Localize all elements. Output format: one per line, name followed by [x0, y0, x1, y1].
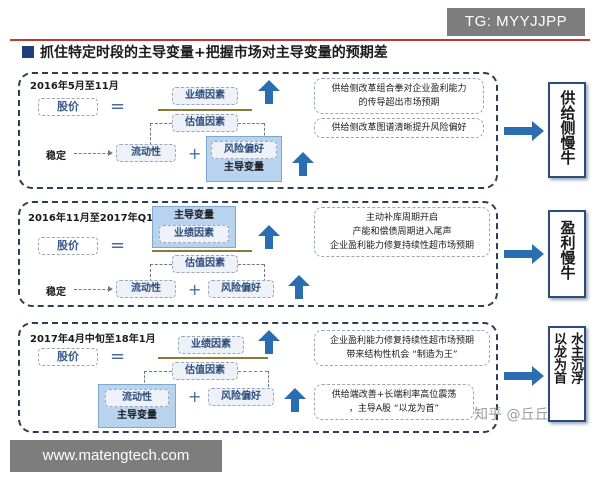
note-box: 企业盈利能力修复持续性超市场预期 带来结构性机会 “制造为王” [314, 330, 490, 366]
connector-line [238, 371, 268, 372]
note-line: 供给侧改革图谱清晰提升风险偏好 [331, 123, 467, 133]
fraction-line [158, 109, 252, 111]
connector-line [268, 371, 269, 387]
up-arrow-icon [258, 330, 280, 354]
note-box: 供给侧改革图谱清晰提升风险偏好 [314, 118, 484, 138]
connector-line [264, 264, 265, 282]
risk-pref-box: 风险偏好 [208, 388, 274, 406]
stable-arrow-head-icon [108, 286, 113, 292]
stable-arrow-line [74, 153, 110, 154]
connector-line [238, 264, 264, 265]
plus-sign: + [188, 280, 202, 299]
connector-line [150, 123, 172, 124]
dominant-variable-box: 主导变量 业绩因素 [152, 206, 236, 248]
up-arrow-icon [284, 388, 306, 412]
liquidity-box: 流动性 [116, 280, 176, 298]
conclusion-text: 供给侧慢牛 [558, 90, 577, 165]
connector-line [238, 123, 264, 124]
valuation-factor-box: 估值因素 [172, 255, 238, 273]
risk-pref-box: 风险偏好 [211, 141, 277, 159]
price-box: 股价 [38, 237, 98, 255]
period-label: 2017年4月中旬至18年1月 [30, 334, 156, 345]
earnings-factor-box: 业绩因素 [172, 87, 238, 105]
connector-line [150, 123, 151, 145]
dominant-variable-label: 主导变量 [174, 210, 214, 221]
up-arrow-icon [288, 275, 310, 299]
up-arrow-icon [258, 225, 280, 249]
liquidity-box: 流动性 [116, 144, 176, 162]
panel-period-2: 2016年11月至2017年Q1 股价 = 主导变量 业绩因素 估值因素 稳定 … [18, 201, 498, 307]
note-box: 供给侧改革组合拳对企业盈利能力 的传导超出市场预期 [314, 78, 484, 114]
tag-badge: TG: MYYJJPP [447, 8, 585, 36]
note-box: 主动补库周期开启 产能和偿债周期进入尾声 企业盈利能力修复持续性超市场预期 [314, 207, 490, 257]
dominant-variable-label: 主导变量 [117, 410, 157, 421]
conclusion-text: 水主沉浮 [568, 332, 583, 384]
panel-period-1: 2016年5月至11月 股价 = 业绩因素 估值因素 稳定 流动性 + 风险偏好… [18, 72, 498, 189]
watermark-text: 知乎 @丘丘 [474, 407, 549, 423]
period-label: 2016年5月至11月 [30, 81, 119, 92]
page-title: 抓住特定时段的主导变量+把握市场对主导变量的预期差 [40, 45, 388, 61]
note-box: 供给端改善+长端利率高位震荡 ，主导A股 “以龙为首” [314, 384, 474, 420]
note-line: 供给端改善+长端利率高位震荡 [331, 390, 457, 400]
note-line: 产能和偿债周期进入尾声 [352, 227, 452, 237]
plus-sign: + [188, 144, 202, 163]
connector-line [150, 264, 151, 282]
note-line: 主动补库周期开启 [365, 213, 438, 223]
earnings-factor-box: 业绩因素 [178, 336, 244, 354]
valuation-factor-box: 估值因素 [172, 362, 238, 380]
title-bullet-icon [22, 46, 34, 58]
stable-label: 稳定 [46, 287, 66, 298]
stable-label: 稳定 [46, 151, 66, 162]
stable-arrow-head-icon [108, 150, 113, 156]
valuation-factor-box: 估值因素 [172, 114, 238, 132]
right-arrow-icon [504, 121, 544, 141]
note-line: 企业盈利能力修复持续性超市场预期 [329, 241, 474, 251]
connector-line [150, 264, 172, 265]
equals-sign: = [110, 346, 126, 367]
equals-sign: = [110, 96, 126, 117]
note-line: 的传导超出市场预期 [358, 98, 440, 108]
fraction-line [158, 357, 268, 359]
period-label: 2016年11月至2017年Q1 [28, 213, 154, 224]
panel-period-3: 2017年4月中旬至18年1月 股价 = 业绩因素 估值因素 流动性 主导变量 … [18, 322, 498, 433]
right-arrow-icon [504, 244, 544, 264]
title-underline [10, 39, 590, 41]
connector-line [144, 371, 172, 372]
equals-sign: = [110, 235, 126, 256]
stable-arrow-line [74, 289, 110, 290]
up-arrow-icon [292, 152, 314, 176]
earnings-factor-box: 业绩因素 [159, 225, 229, 243]
note-line: 企业盈利能力修复持续性超市场预期 [329, 336, 474, 346]
risk-pref-box: 风险偏好 [208, 280, 274, 298]
connector-line [264, 123, 265, 145]
dominant-variable-label: 主导变量 [224, 162, 264, 173]
note-line: 供给侧改革组合拳对企业盈利能力 [331, 84, 467, 94]
up-arrow-icon [258, 80, 280, 104]
price-box: 股价 [38, 98, 98, 116]
connector-line [144, 371, 145, 387]
note-line: 带来结构性机会 “制造为王” [346, 350, 458, 360]
liquidity-box: 流动性 [105, 389, 169, 407]
dominant-variable-box: 流动性 主导变量 [98, 384, 176, 428]
dominant-variable-box: 风险偏好 主导变量 [206, 136, 282, 182]
conclusion-box: 以龙为首水主沉浮 [548, 326, 586, 422]
website-badge: www.matengtech.com [10, 440, 222, 472]
conclusion-text: 盈利慢牛 [558, 220, 577, 280]
fraction-line [152, 250, 252, 252]
conclusion-box: 盈利慢牛 [548, 210, 586, 298]
right-arrow-icon [504, 366, 544, 386]
note-line: ，主导A股 “以龙为首” [348, 404, 440, 414]
conclusion-box: 供给侧慢牛 [548, 82, 586, 178]
plus-sign: + [188, 387, 202, 406]
conclusion-text: 以龙为首 [551, 332, 566, 384]
price-box: 股价 [38, 348, 98, 366]
